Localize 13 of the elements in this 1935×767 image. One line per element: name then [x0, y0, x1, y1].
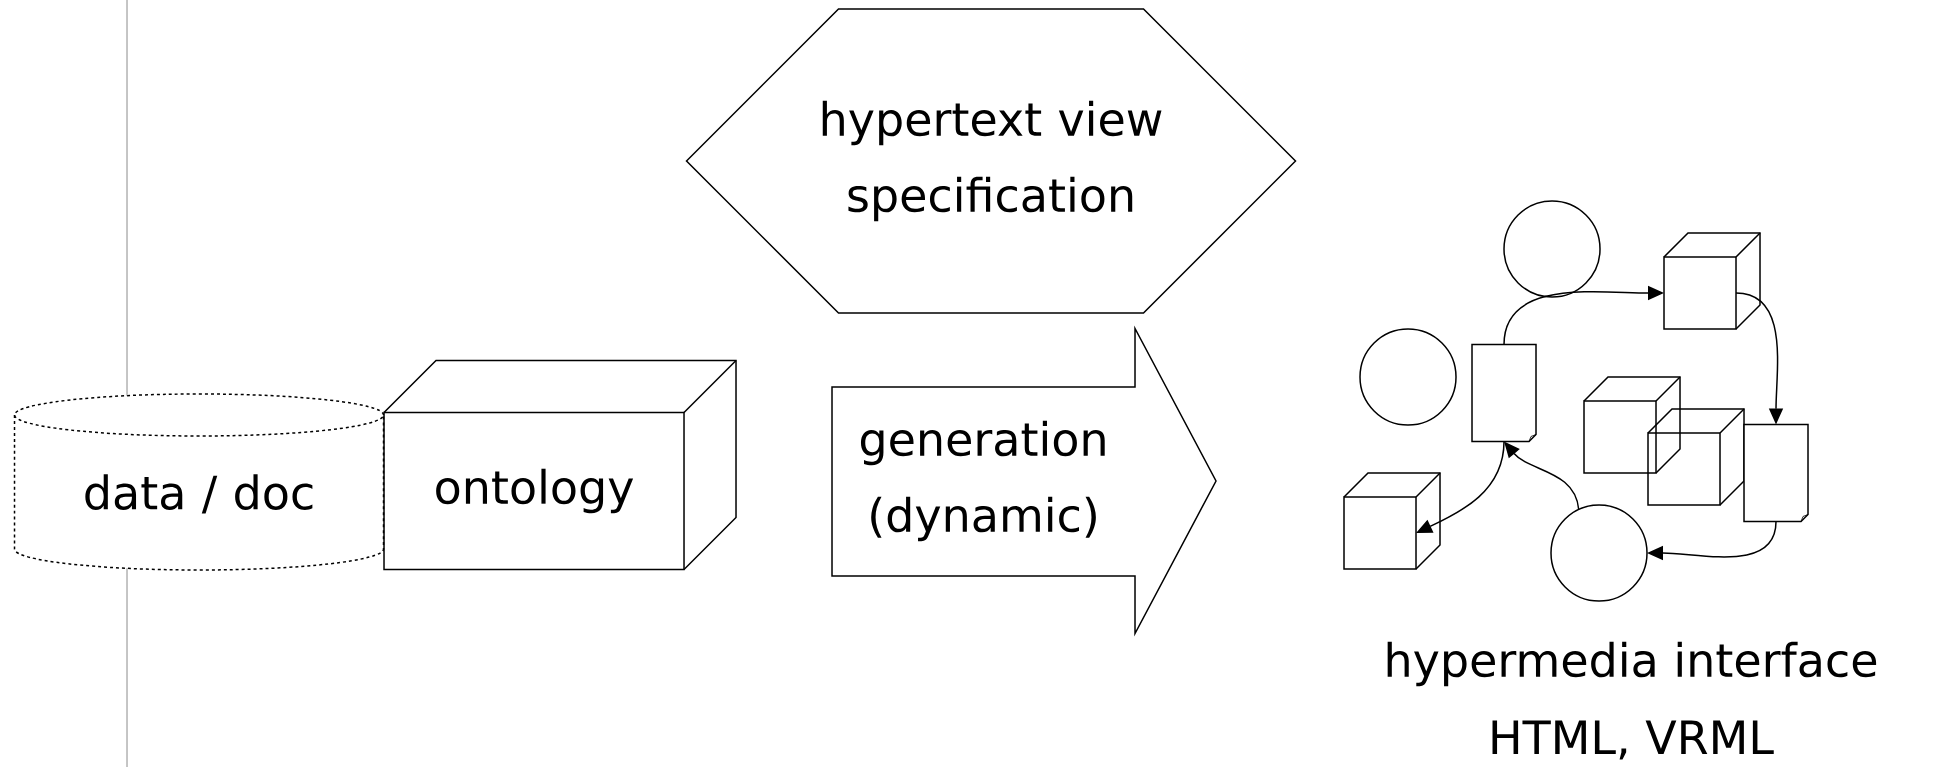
circle-shape	[1550, 504, 1648, 602]
cube-box: ontology	[383, 359, 737, 571]
circle-shape	[1503, 200, 1601, 298]
cube-box	[1343, 472, 1441, 570]
caption-text: hypermedia interface	[1387, 641, 1877, 687]
cube-box	[1583, 376, 1681, 474]
caption-text: HTML, VRML	[1492, 720, 1774, 760]
cube-box	[1663, 232, 1761, 330]
document-icon	[1743, 423, 1809, 523]
circle-shape	[1359, 328, 1457, 426]
document-icon	[1471, 343, 1537, 443]
node-label: data / doc	[85, 474, 313, 514]
arrow	[1416, 440, 1505, 533]
